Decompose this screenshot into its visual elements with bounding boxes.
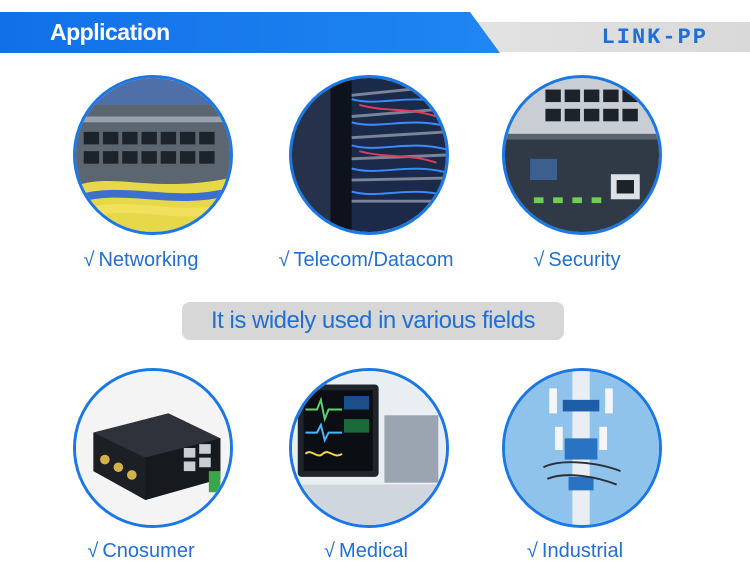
caption-industrial: √Industrial <box>526 540 624 562</box>
brand-logo: LINK-PP <box>601 25 708 50</box>
server-rack-icon <box>292 78 446 232</box>
page-title: Application <box>50 19 170 45</box>
telecom-image <box>289 75 449 235</box>
cell-tower-icon <box>505 371 659 525</box>
medical-image <box>289 368 449 528</box>
banner-text: It is widely used in various fields <box>211 307 535 334</box>
check-icon: √ <box>83 249 95 271</box>
consumer-router-icon <box>76 371 230 525</box>
check-icon: √ <box>278 249 290 271</box>
industrial-image <box>502 368 662 528</box>
medical-monitor-icon <box>292 371 446 525</box>
check-icon: √ <box>324 540 336 562</box>
caption-networking: √Networking <box>83 249 199 271</box>
header-title-bar <box>0 12 500 53</box>
check-icon: √ <box>526 540 538 562</box>
security-image <box>502 75 662 235</box>
network-switch-icon <box>76 78 230 232</box>
caption-telecom: √Telecom/Datacom <box>278 249 454 271</box>
caption-medical: √Medical <box>324 540 408 562</box>
check-icon: √ <box>87 540 99 562</box>
usage-banner: It is widely used in various fields <box>182 302 564 340</box>
caption-security: √Security <box>533 249 621 271</box>
consumer-image <box>73 368 233 528</box>
networking-image <box>73 75 233 235</box>
security-router-icon <box>505 78 659 232</box>
check-icon: √ <box>533 249 545 271</box>
caption-consumer: √Cnosumer <box>87 540 195 562</box>
